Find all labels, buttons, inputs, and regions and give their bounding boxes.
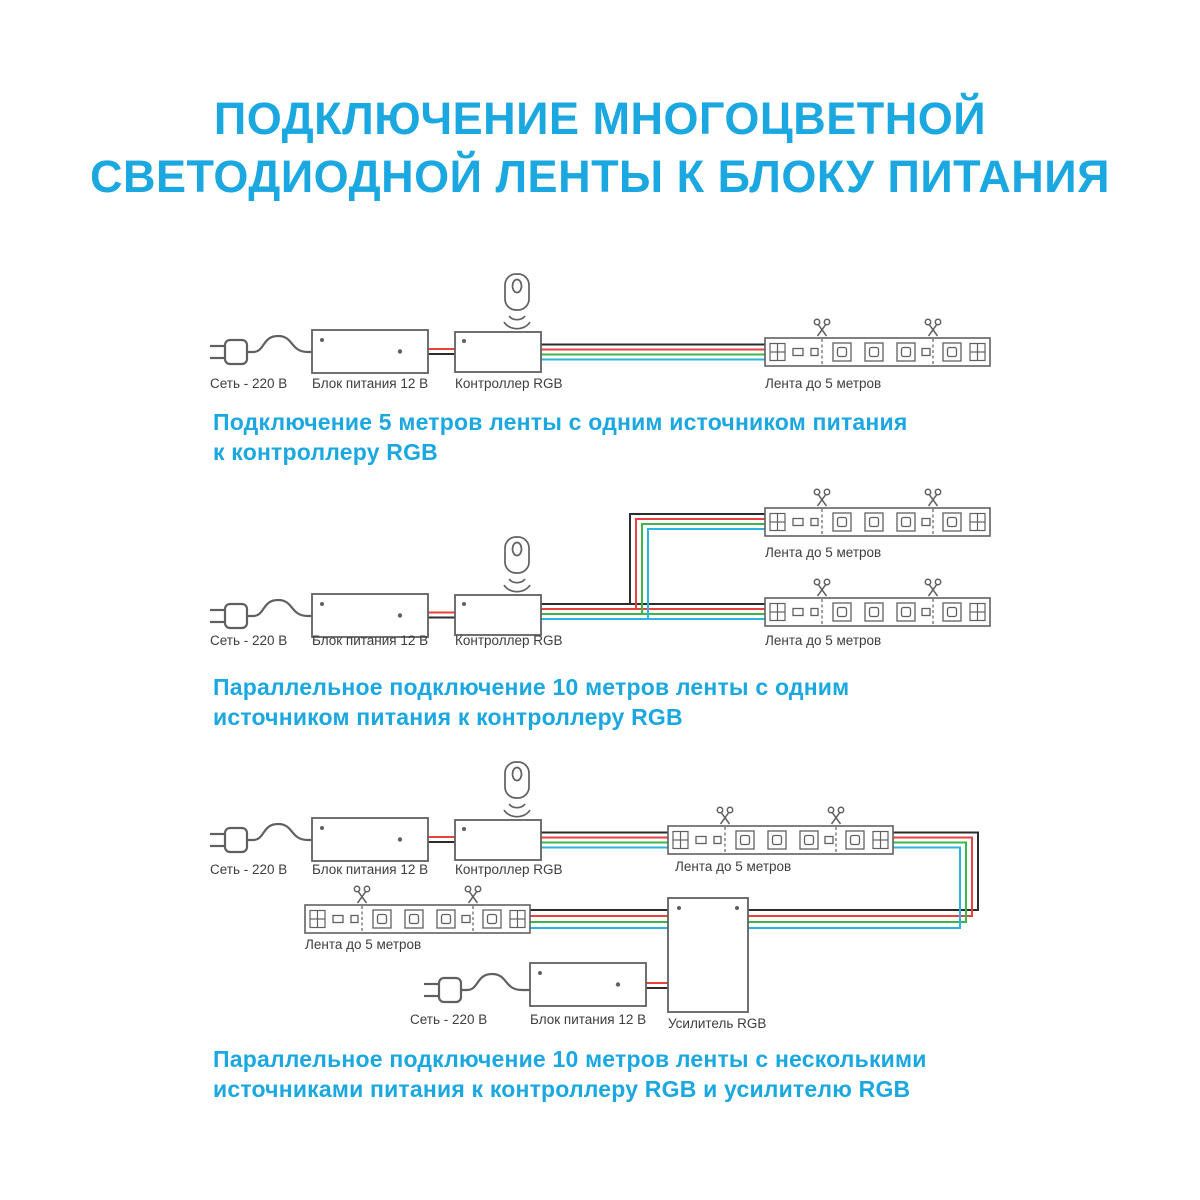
label-strip: Лента до 5 метров (765, 376, 881, 391)
label-controller: Контроллер RGB (455, 633, 563, 648)
power-supply-box (311, 817, 429, 862)
label-psu: Блок питания 12 В (312, 633, 428, 648)
label-controller: Контроллер RGB (455, 376, 563, 391)
amplifier-to-strip2-wires (530, 909, 668, 929)
controller-to-strip1-wires (541, 831, 668, 849)
remote-control-icon (503, 536, 531, 593)
diagram2-caption: Параллельное подключение 10 метров ленты… (213, 672, 849, 732)
caption-line: Подключение 5 метров ленты с одним источ… (213, 409, 908, 435)
psu2-to-amplifier-wires (646, 982, 668, 989)
scissors-icon (813, 488, 831, 507)
wire-green (748, 841, 967, 923)
label-strip-1: Лента до 5 метров (675, 859, 791, 874)
scissors-icon (924, 488, 942, 507)
psu-to-controller-wires (428, 611, 455, 619)
scissors-icon (827, 806, 845, 825)
remote-control-icon (503, 761, 531, 818)
diagram3-caption: Параллельное подключение 10 метров ленты… (213, 1044, 927, 1104)
psu1-to-controller-wires (428, 836, 455, 843)
scissors-icon (464, 885, 482, 904)
diagram1-caption: Подключение 5 метров ленты с одним источ… (213, 407, 907, 467)
controller-to-strip-wires (541, 343, 765, 361)
wire-red (748, 836, 973, 917)
wire-black (541, 513, 765, 605)
power-supply-box (311, 329, 429, 374)
title-line-1: ПОДКЛЮЧЕНИЕ МНОГОЦВЕТНОЙ (213, 93, 987, 144)
led-strip (764, 337, 991, 367)
scissors-icon (813, 578, 831, 597)
led-strip-2 (304, 904, 531, 934)
label-mains: Сеть - 220 В (210, 633, 287, 648)
label-psu-2: Блок питания 12 В (530, 1012, 646, 1027)
label-psu: Блок питания 12 В (312, 376, 428, 391)
diagram-1-schematic: Сеть - 220 В Блок питания 12 В Контролле… (208, 273, 991, 391)
power-plug-icon (208, 822, 320, 854)
led-strip-bottom (764, 597, 991, 627)
wire-green (541, 523, 765, 615)
scissors-icon (353, 885, 371, 904)
caption-line: Параллельное подключение 10 метров ленты… (213, 674, 850, 700)
scissors-icon (716, 806, 734, 825)
power-supply-box (311, 593, 429, 638)
scissors-icon (924, 578, 942, 597)
caption-line: источниками питания к контроллеру RGB и … (213, 1076, 911, 1102)
rgb-controller-box (454, 819, 542, 861)
label-mains-2: Сеть - 220 В (410, 1012, 487, 1027)
label-amplifier: Усилитель RGB (668, 1016, 766, 1031)
wire-black (748, 831, 979, 911)
rgb-amplifier-box (667, 897, 749, 1013)
scissors-icon (924, 318, 942, 337)
caption-line: источником питания к контроллеру RGB (213, 704, 683, 730)
label-strip-2: Лента до 5 метров (305, 937, 421, 952)
scissors-icon (813, 318, 831, 337)
power-plug-icon (208, 334, 320, 366)
label-strip-bottom: Лента до 5 метров (765, 633, 881, 648)
rgb-controller-box (454, 594, 542, 636)
diagram-3-schematic: Сеть - 220 В Блок питания 12 В Контролле… (208, 761, 979, 1031)
strip1-to-amplifier-wires (748, 831, 979, 929)
wire-blue (748, 846, 961, 929)
label-psu-1: Блок питания 12 В (312, 862, 428, 877)
led-strip-top (764, 507, 991, 537)
caption-line: к контроллеру RGB (213, 439, 438, 465)
page-title: ПОДКЛЮЧЕНИЕ МНОГОЦВЕТНОЙ СВЕТОДИОДНОЙ ЛЕ… (0, 90, 1200, 206)
controller-to-strips-wires (541, 513, 765, 620)
power-plug-icon (208, 598, 320, 630)
title-line-2: СВЕТОДИОДНОЙ ЛЕНТЫ К БЛОКУ ПИТАНИЯ (89, 151, 1110, 202)
diagram-2-schematic: Лента до 5 метров Сеть - 220 В Блок пита… (208, 488, 991, 648)
power-supply-box-2 (529, 962, 647, 1007)
label-strip-top: Лента до 5 метров (765, 545, 881, 560)
rgb-controller-box (454, 331, 542, 373)
label-mains-1: Сеть - 220 В (210, 862, 287, 877)
led-strip-1 (667, 825, 894, 855)
wire-red (541, 518, 765, 610)
power-plug-icon (422, 972, 534, 1004)
remote-control-icon (503, 273, 531, 330)
caption-line: Параллельное подключение 10 метров ленты… (213, 1046, 927, 1072)
label-controller: Контроллер RGB (455, 862, 563, 877)
psu-to-controller-wires (428, 348, 455, 355)
label-mains: Сеть - 220 В (210, 376, 287, 391)
wire-blue (541, 528, 765, 620)
